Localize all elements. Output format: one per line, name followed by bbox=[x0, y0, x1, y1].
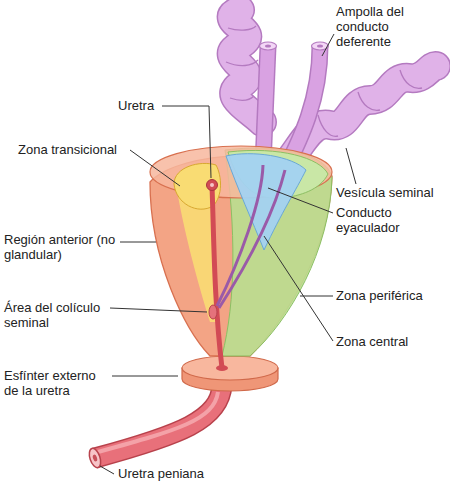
leader-line bbox=[110, 308, 207, 312]
prostate bbox=[150, 146, 332, 356]
part-label: Área del colículo seminal bbox=[4, 300, 109, 330]
ejaculatory-duct bbox=[217, 165, 263, 306]
part-label: Región anterior (no glandular) bbox=[4, 232, 119, 262]
penile-urethra bbox=[95, 385, 222, 458]
leader-line bbox=[130, 150, 180, 186]
leader-line bbox=[264, 236, 333, 341]
penile-urethra bbox=[92, 454, 98, 462]
prostate bbox=[226, 154, 306, 250]
part-label: Vesícula seminal bbox=[336, 185, 434, 200]
leader-line bbox=[100, 466, 114, 474]
prostatic-urethra bbox=[209, 305, 217, 319]
leader-line bbox=[120, 242, 156, 243]
part-label: Zona central bbox=[336, 334, 408, 349]
part-label: Ampolla del conducto deferente bbox=[336, 4, 446, 49]
part-label: Uretra bbox=[118, 98, 154, 113]
part-label: Zona periférica bbox=[336, 288, 423, 303]
external-sphincter bbox=[182, 356, 278, 391]
leader-line bbox=[346, 148, 356, 184]
seminal-vesicle bbox=[226, 10, 436, 165]
penile-urethra bbox=[87, 385, 222, 469]
part-label: Esfínter externo de la uretra bbox=[4, 368, 112, 398]
seminal-vesicle bbox=[226, 26, 258, 100]
penile-urethra bbox=[98, 392, 218, 452]
part-label: Uretra peniana bbox=[118, 466, 204, 481]
prostatic-urethra bbox=[210, 183, 214, 187]
leader-line bbox=[300, 296, 333, 297]
leader-line bbox=[268, 188, 333, 213]
penile-urethra bbox=[95, 385, 222, 458]
leader-line bbox=[322, 34, 334, 56]
ductus-deferens-ampulla bbox=[265, 44, 271, 47]
prostate bbox=[222, 148, 332, 356]
leader-line bbox=[100, 34, 356, 474]
leader-line bbox=[112, 376, 178, 377]
part-label: Conducto eyaculador bbox=[336, 205, 426, 235]
prostatic-urethra bbox=[207, 180, 218, 191]
prostatic-urethra bbox=[207, 180, 223, 369]
ductus-deferens-ampulla bbox=[260, 42, 277, 50]
prostatic-urethra bbox=[212, 186, 222, 368]
leader-line bbox=[162, 106, 211, 178]
ejaculatory-duct bbox=[217, 165, 285, 308]
seminal-vesicle bbox=[318, 70, 422, 136]
ductus-deferens-ampulla bbox=[317, 44, 323, 47]
external-sphincter bbox=[182, 356, 278, 380]
part-label: Zona transicional bbox=[18, 142, 117, 157]
